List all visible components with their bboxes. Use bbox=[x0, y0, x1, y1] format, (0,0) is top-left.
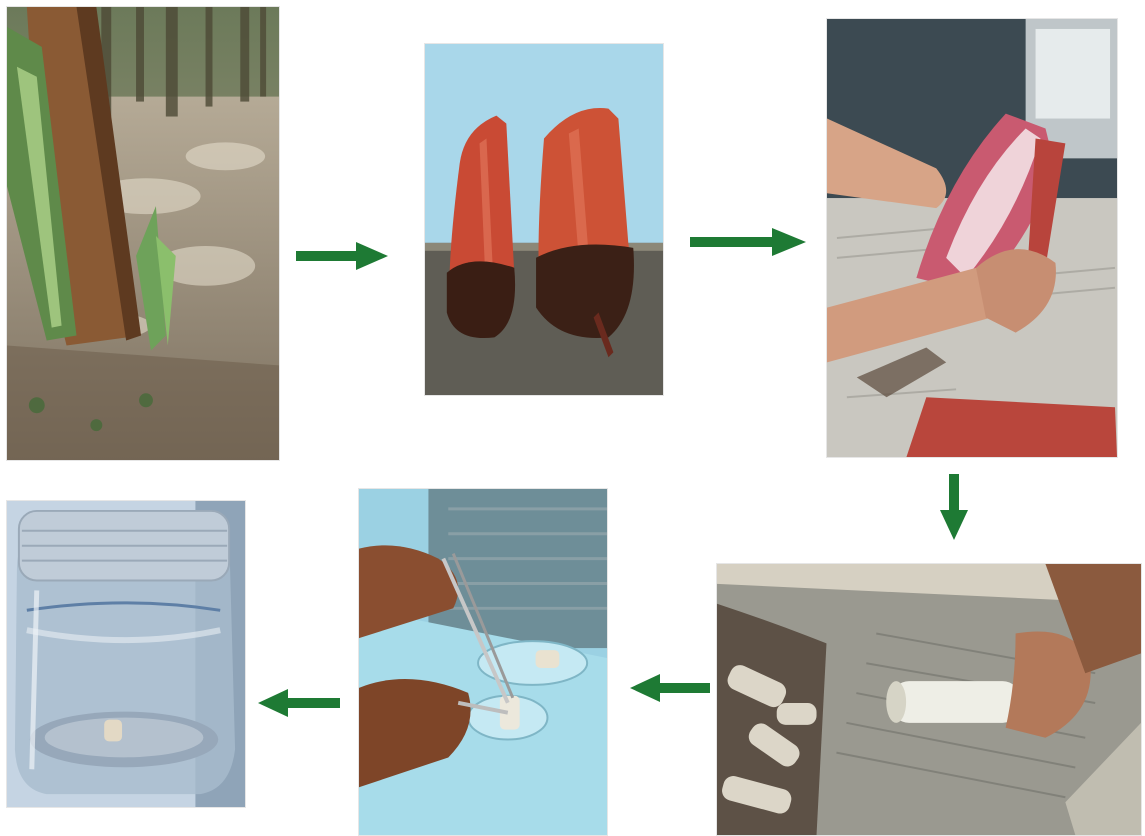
peeling-leaf-sheaths-photo bbox=[826, 18, 1118, 458]
arrow-left-1 bbox=[630, 672, 710, 704]
arrow-right-1 bbox=[296, 240, 388, 272]
culture-jar-photo bbox=[6, 500, 246, 808]
cutting-shoot-tip-photo bbox=[716, 563, 1142, 836]
arrow-right-2 bbox=[690, 226, 806, 258]
arrow-down bbox=[938, 474, 970, 540]
arrow-left-2 bbox=[258, 687, 340, 719]
explant-dissection-photo bbox=[358, 488, 608, 836]
excised-suckers-photo bbox=[424, 43, 664, 396]
banana-plantation-photo bbox=[6, 6, 280, 461]
